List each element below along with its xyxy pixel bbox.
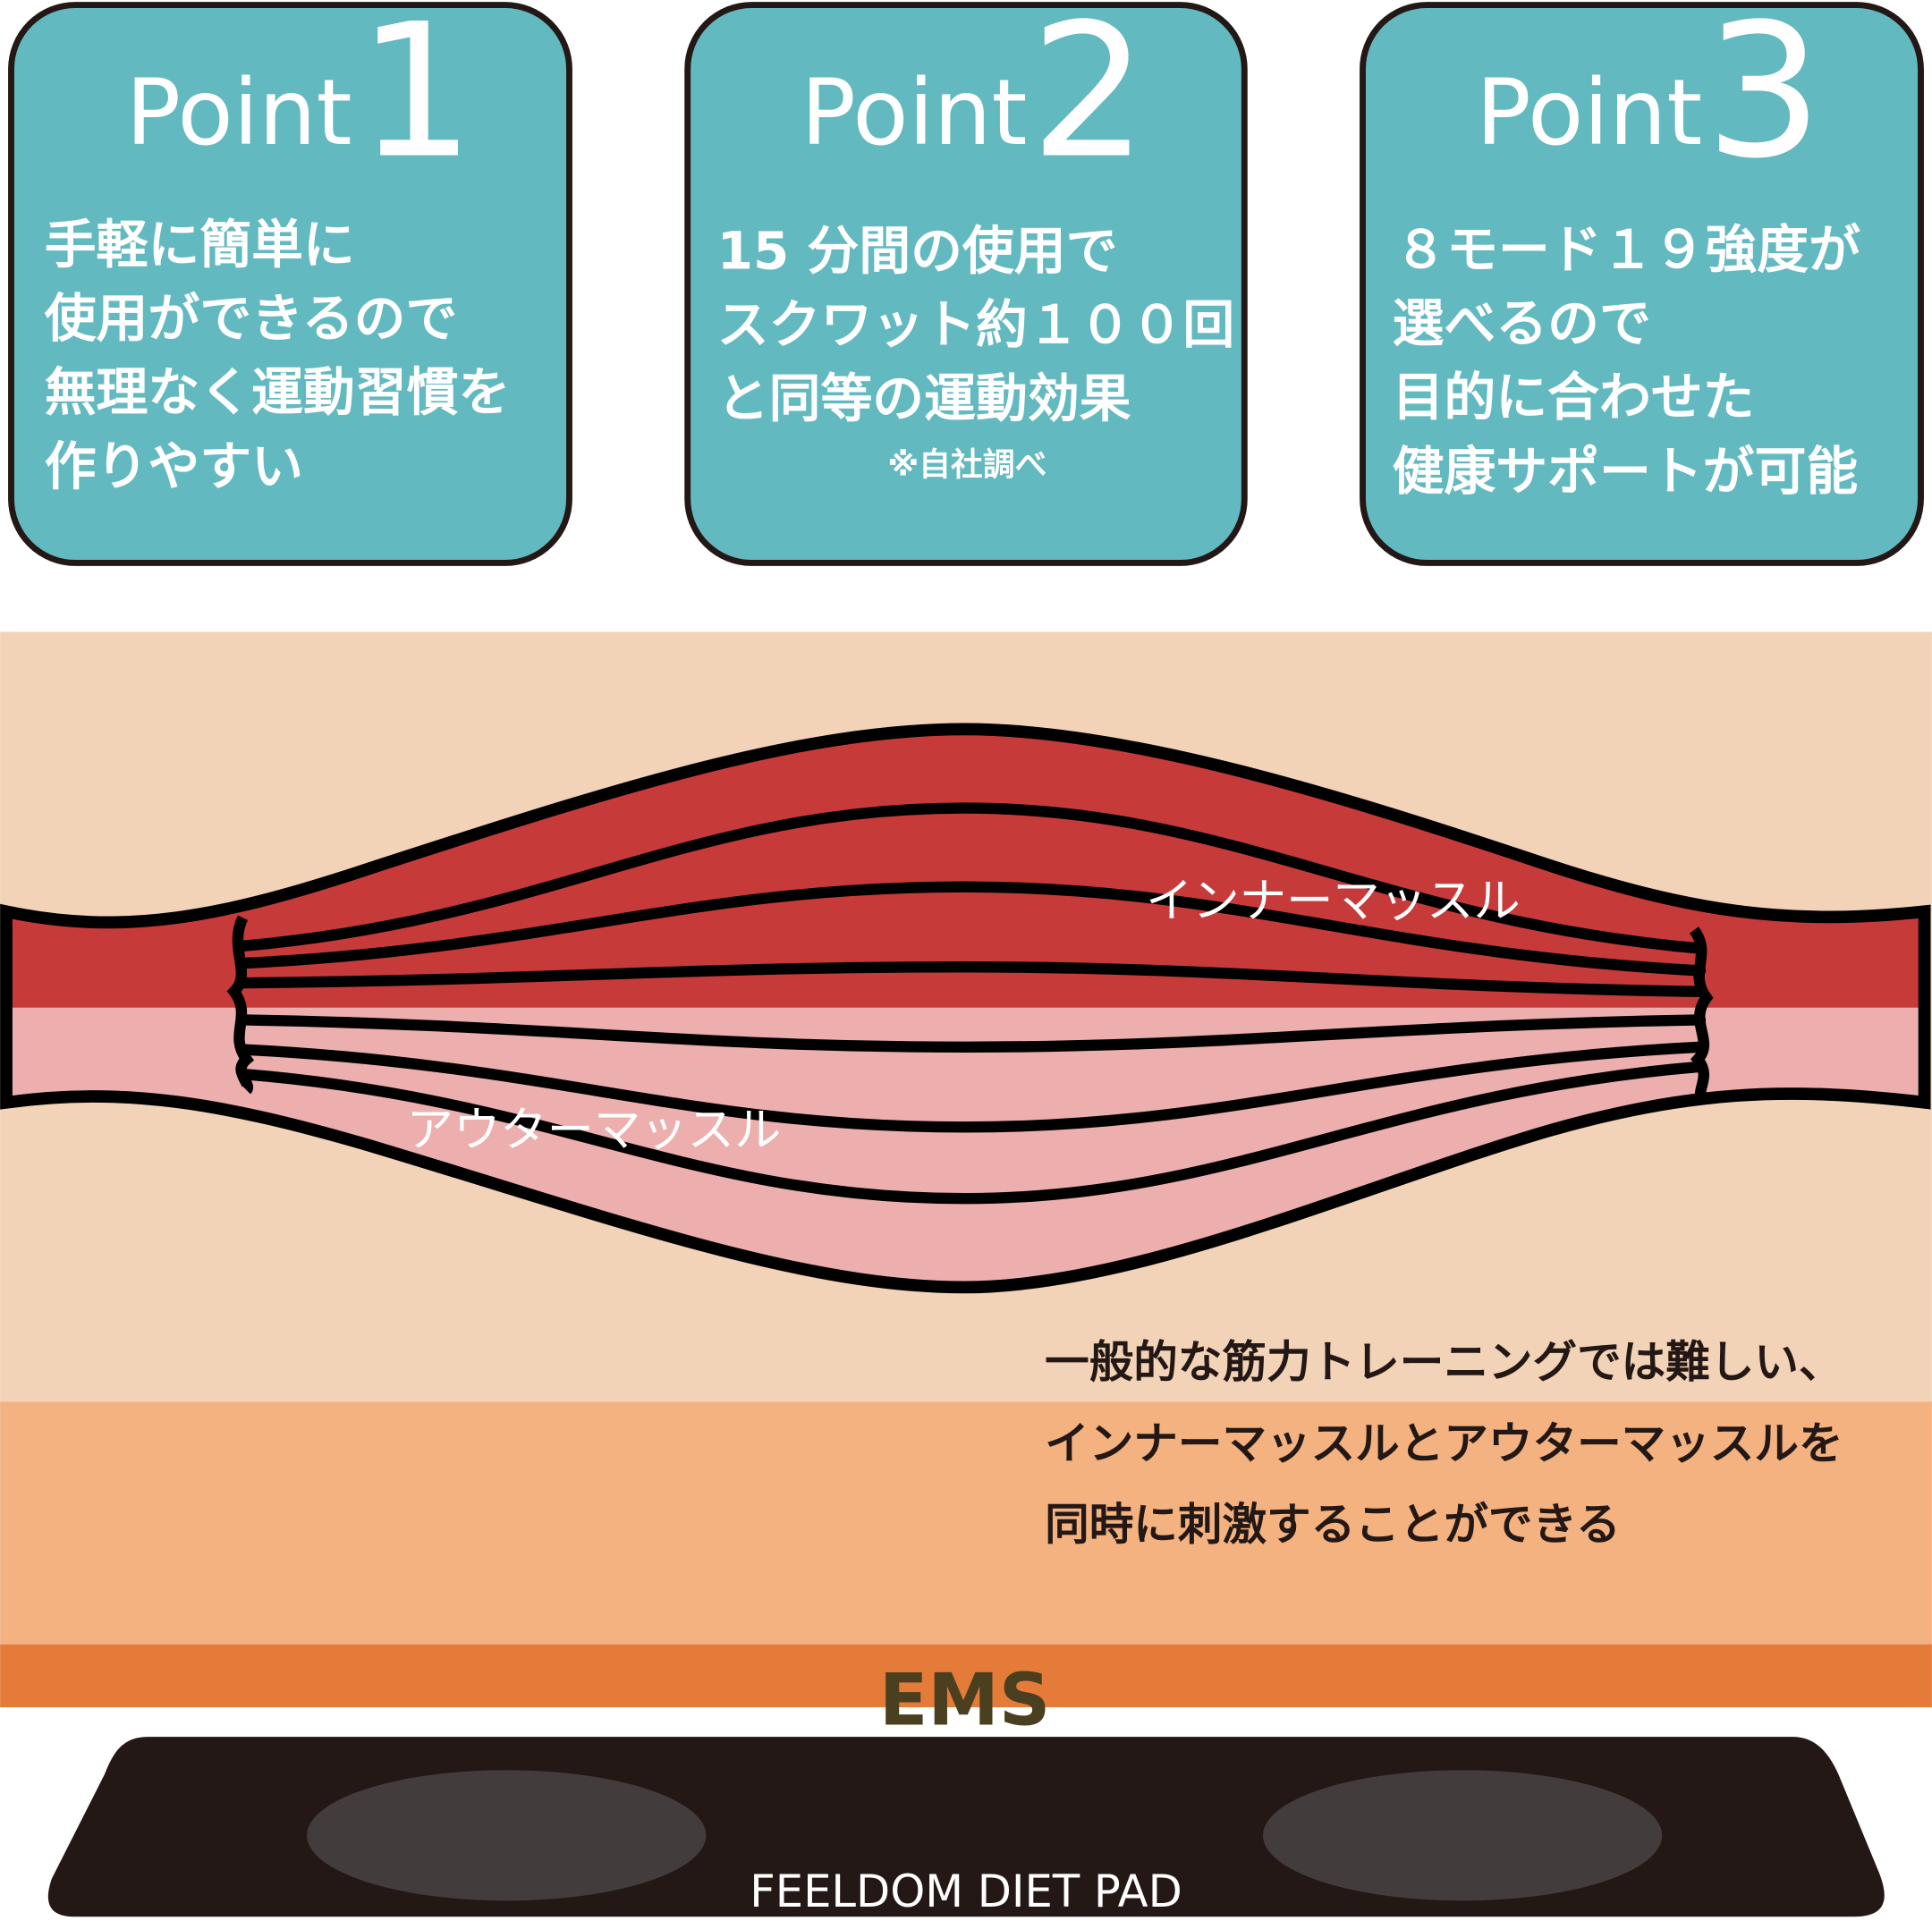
point-text-line: スクワット約１００回 (717, 294, 1234, 355)
point-text-line: 15 分間の使用で (717, 220, 1118, 281)
point-number: 1 (358, 0, 475, 199)
point-note: ※自社調べ (887, 447, 1046, 484)
point-label: Point (801, 60, 1027, 166)
ems-label: EMS (879, 1658, 1051, 1741)
point-text-line: 無理なく運動習慣を (45, 362, 511, 423)
muscle-fiber (237, 1041, 1707, 1133)
tendon-junction-left (226, 915, 255, 1095)
muscle-fiber (237, 802, 1707, 954)
inner-muscle-label: インナーマッスル (1146, 874, 1521, 928)
muscle-fiber (237, 961, 1707, 998)
point-text-line: 作りやすい (45, 436, 303, 496)
tendon-junction-right (1689, 926, 1714, 1106)
point-text-line: 目的に合わせた (1393, 367, 1755, 427)
electrode-right (1262, 1770, 1663, 1901)
point-text-line: 健康サポートが可能 (1393, 441, 1859, 502)
fat-layer (0, 1401, 1932, 1646)
point-text-line: ８モード１９強度が (1394, 219, 1860, 280)
outer-muscle-label: アウターマッスル (407, 1103, 782, 1157)
pad-label: FEELDOM DIET PAD (750, 1866, 1182, 1917)
muscle-fiber (237, 881, 1707, 977)
point-text-line: 選べるので (1393, 293, 1651, 354)
ems-pad: FEELDOM DIET PAD (47, 1737, 1885, 1917)
point-label: Point (1476, 60, 1702, 166)
point-text-line: と同等の運動効果 (717, 368, 1131, 429)
point-text-line: 手軽に簡単に (45, 214, 355, 275)
point-text-line: 使用ができるので (45, 288, 458, 349)
point-card-2: Point 2 15 分間の使用で スクワット約１００回 と同等の運動効果 ※自… (684, 0, 1248, 566)
point-card-1: Point 1 手軽に簡単に 使用ができるので 無理なく運動習慣を 作りやすい (8, 0, 572, 566)
point-number: 3 (1705, 0, 1822, 199)
point-number: 2 (1030, 0, 1148, 199)
description-line: 同時に刺激することができる (1045, 1499, 1621, 1551)
muscle-fiber (237, 1014, 1707, 1053)
point-label: Point (126, 60, 352, 166)
point-card-3: Point 3 ８モード１９強度が 選べるので 目的に合わせた 健康サポートが可… (1360, 0, 1924, 566)
description-line: インナーマッスルとアウターマッスルを (1045, 1417, 1843, 1469)
description-line: 一般的な筋力トレーニングでは難しい、 (1045, 1336, 1843, 1388)
electrode-left (307, 1770, 707, 1901)
muscle-fiber (237, 1061, 1707, 1205)
ems-layer (0, 1644, 1932, 1708)
